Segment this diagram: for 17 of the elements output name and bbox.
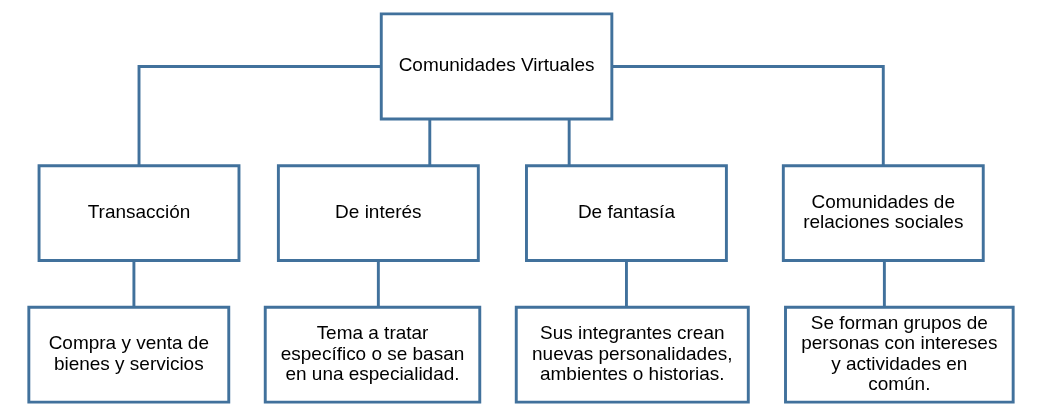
node-box: Tema a tratar específico o se basan en una especialidad. bbox=[263, 305, 481, 404]
node-box: Transacción bbox=[37, 164, 240, 262]
connector bbox=[611, 65, 885, 166]
node-box: De interés bbox=[276, 164, 480, 262]
connector bbox=[882, 260, 886, 307]
connector bbox=[427, 119, 431, 166]
connector bbox=[376, 260, 380, 307]
connector bbox=[624, 260, 628, 307]
node-box: Comunidades Virtuales bbox=[379, 12, 613, 121]
node-box: Comunidades de relaciones sociales bbox=[781, 164, 985, 262]
node-box: Sus integrantes crean nuevas personalidades, ambientes o historias. bbox=[514, 305, 750, 404]
node-box: Se forman grupos de personas con intereses y actividades en común. bbox=[783, 305, 1015, 404]
connector bbox=[131, 260, 135, 307]
node-box: De fantasía bbox=[524, 164, 728, 262]
connector bbox=[137, 65, 381, 166]
connector bbox=[567, 119, 571, 166]
node-box: Compra y venta de bienes y servicios bbox=[26, 305, 230, 404]
